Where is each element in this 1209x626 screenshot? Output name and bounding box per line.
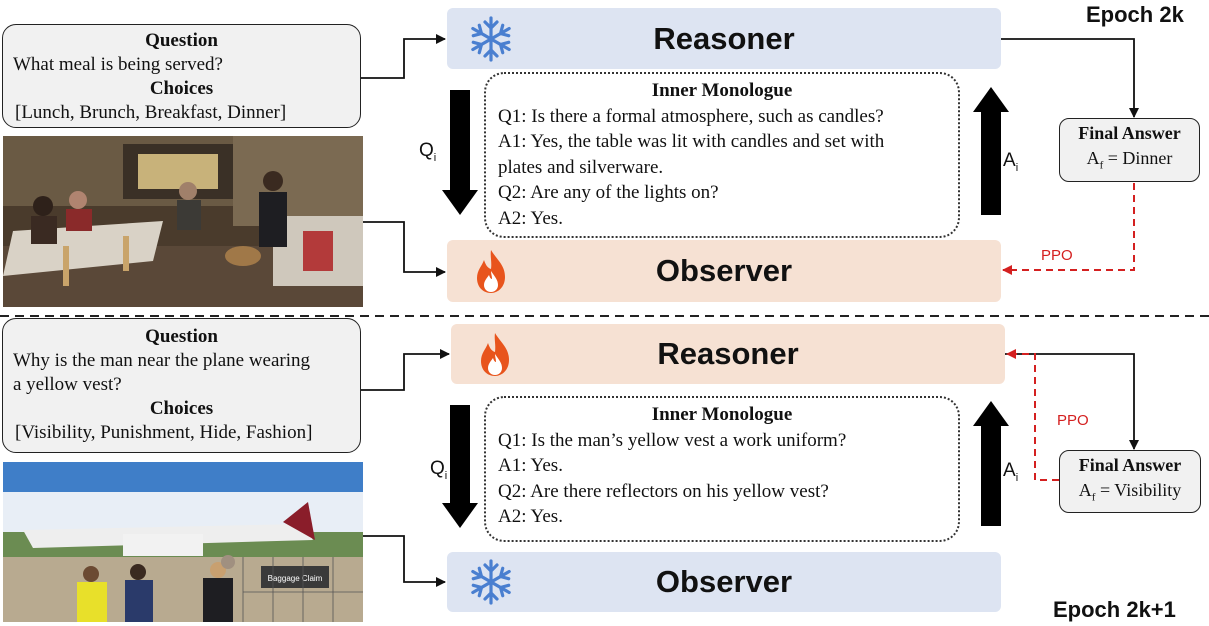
snowflake-icon bbox=[471, 559, 511, 605]
monologue-line: Q2: Are there reflectors on his yellow v… bbox=[498, 480, 829, 502]
question-heading: Question bbox=[145, 30, 218, 51]
final-answer-box-bottom: Final Answer Af = Visibility bbox=[1059, 450, 1201, 513]
observer-label-top: Observer bbox=[655, 253, 793, 288]
inner-monologue-bottom: Inner Monologue Q1: Is the man’s yellow … bbox=[484, 396, 960, 542]
choices-text: [Lunch, Brunch, Breakfast, Dinner] bbox=[15, 102, 287, 123]
airport-scene-photo: Baggage Claim bbox=[3, 462, 363, 622]
epoch-label-bottom: Epoch 2k+1 bbox=[1053, 597, 1176, 622]
arrow-reasoner-to-final-top bbox=[1001, 38, 1139, 118]
monologue-line: Q1: Is there a formal atmosphere, such a… bbox=[498, 105, 884, 127]
flame-icon bbox=[481, 333, 509, 376]
a-label-top: Ai bbox=[1003, 150, 1019, 174]
final-answer-value: Af = Dinner bbox=[1086, 148, 1173, 172]
arrow-image-to-observer-top bbox=[363, 221, 446, 277]
observer-label-bottom: Observer bbox=[655, 564, 793, 599]
question-down-arrow-top bbox=[442, 90, 478, 215]
ppo-label-top: PPO bbox=[1041, 247, 1073, 264]
epoch-label-top: Epoch 2k bbox=[1086, 2, 1184, 27]
final-answer-value: Af = Visibility bbox=[1078, 480, 1182, 504]
question-heading: Question bbox=[145, 326, 218, 347]
choices-heading: Choices bbox=[149, 78, 214, 99]
monologue-line: A2: Yes. bbox=[498, 506, 563, 527]
baggage-claim-sign: Baggage Claim bbox=[268, 574, 323, 583]
arrow-image-to-observer-bottom bbox=[363, 535, 446, 587]
final-answer-title: Final Answer bbox=[1078, 455, 1182, 475]
inner-monologue-top: Inner Monologue Q1: Is there a formal at… bbox=[484, 72, 960, 238]
answer-up-arrow-top bbox=[973, 87, 1009, 215]
reasoner-band-frozen: Reasoner bbox=[447, 8, 1001, 69]
reasoner-label-top: Reasoner bbox=[653, 20, 795, 56]
monologue-line: A2: Yes. bbox=[498, 207, 563, 229]
flame-icon bbox=[477, 250, 505, 293]
q-label-bottom: Qi bbox=[430, 458, 448, 482]
answer-up-arrow-bottom bbox=[973, 401, 1009, 526]
ppo-arrow-bottom bbox=[1006, 349, 1059, 481]
final-answer-title: Final Answer bbox=[1078, 123, 1181, 143]
question-box-top: Question What meal is being served? Choi… bbox=[2, 24, 361, 128]
arrow-question-to-reasoner-bottom bbox=[361, 349, 450, 391]
final-answer-box-top: Final Answer Af = Dinner bbox=[1059, 118, 1200, 182]
observer-band-trainable: Observer bbox=[447, 240, 1001, 302]
question-text: What meal is being served? bbox=[13, 54, 223, 75]
monologue-title: Inner Monologue bbox=[651, 404, 793, 425]
choices-heading: Choices bbox=[149, 398, 214, 419]
q-label-top: Qi bbox=[419, 140, 437, 164]
reasoner-label-bottom: Reasoner bbox=[657, 336, 799, 371]
monologue-line: plates and silverware. bbox=[498, 156, 664, 178]
question-down-arrow-bottom bbox=[442, 405, 478, 528]
observer-band-frozen: Observer bbox=[447, 552, 1001, 612]
dinner-scene-photo bbox=[3, 136, 363, 307]
snowflake-icon bbox=[471, 15, 511, 62]
arrow-reasoner-to-final-bottom bbox=[1005, 353, 1139, 450]
ppo-label-bottom: PPO bbox=[1057, 412, 1089, 429]
question-text-line2: a yellow vest? bbox=[13, 374, 122, 395]
question-text-line1: Why is the man near the plane wearing bbox=[13, 350, 311, 371]
arrow-question-to-reasoner-top bbox=[361, 34, 446, 79]
monologue-line: Q1: Is the man’s yellow vest a work unif… bbox=[498, 429, 847, 451]
ppo-arrow-top bbox=[1002, 183, 1135, 275]
reasoner-band-trainable: Reasoner bbox=[451, 324, 1005, 384]
monologue-line: A1: Yes. bbox=[498, 455, 563, 476]
monologue-line: Q2: Are any of the lights on? bbox=[498, 182, 719, 203]
question-box-bottom: Question Why is the man near the plane w… bbox=[2, 318, 361, 453]
a-label-bottom: Ai bbox=[1003, 460, 1019, 484]
monologue-line: A1: Yes, the table was lit with candles … bbox=[498, 131, 885, 152]
monologue-title: Inner Monologue bbox=[651, 80, 793, 101]
choices-text: [Visibility, Punishment, Hide, Fashion] bbox=[15, 422, 313, 443]
